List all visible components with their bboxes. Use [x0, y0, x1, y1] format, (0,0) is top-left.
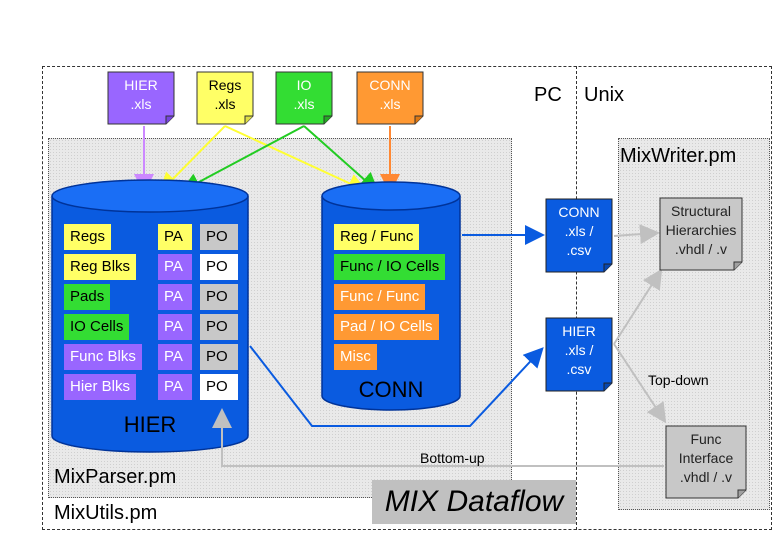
hier-row-po: PO [200, 254, 238, 280]
hier-csv-label: HIER.xls /.csv [562, 323, 596, 377]
hier-row-name: Regs [64, 224, 112, 250]
conn-row: Func / Func [334, 284, 426, 310]
conn-row: Reg / Func [334, 224, 420, 250]
hier-row-pa: PA [158, 374, 192, 400]
hier-csv-doc [545, 317, 613, 392]
conn-csv-doc [545, 198, 613, 273]
func-interface-doc [665, 425, 747, 499]
hier-row-po: PO [200, 314, 238, 340]
hier-row-pa: PA [158, 344, 192, 370]
hier-row-po: PO [200, 284, 238, 310]
pc-label: PC [534, 84, 562, 106]
conn-xls-doc [356, 71, 424, 125]
hier-to-func-arrow [613, 343, 667, 424]
diagram-title: MIX Dataflow [372, 480, 576, 524]
conn-xls-label: CONN.xls [369, 77, 411, 112]
pc-unix-divider [576, 66, 577, 530]
conn-row: Func / IO Cells [334, 254, 446, 280]
regs-xls-doc [196, 71, 254, 125]
hier-db-label: HIER [123, 412, 177, 437]
hier-row-name: Reg Blks [64, 254, 137, 280]
conn-row: Pad / IO Cells [334, 314, 439, 340]
conn-csv-label: CONN.xls /.csv [558, 204, 600, 258]
unix-label: Unix [584, 84, 625, 106]
hier-row-pa: PA [158, 284, 192, 310]
hier-row-name: IO Cells [64, 314, 130, 340]
regs-to-conn-arrow [224, 125, 368, 193]
bottom-up-label: Bottom-up [420, 450, 485, 466]
regs-xls-label: Regs.xls [208, 77, 242, 112]
io-xls-doc [275, 71, 333, 125]
conn-db-label: CONN [358, 377, 424, 402]
hier-row-po: PO [200, 374, 238, 400]
conn-row: Misc [334, 344, 377, 370]
mixutils-label: MixUtils.pm [54, 502, 158, 524]
mixwriter-label: MixWriter.pm [620, 145, 737, 167]
mixutils-boundary [42, 66, 772, 530]
hier-row-pa: PA [158, 314, 192, 340]
bottom-up-arrow [212, 408, 664, 467]
hier-row-pa: PA [158, 224, 192, 250]
hier-row-po: PO [200, 344, 238, 370]
hier-to-csv-arrow [249, 345, 544, 427]
io-xls-label: IO.xls [293, 77, 315, 112]
io-to-conn-arrow [303, 125, 379, 193]
hier-row-name: Hier Blks [64, 374, 137, 400]
hier-xls-doc [107, 71, 175, 125]
hier-to-structural-arrow [613, 268, 663, 345]
regs-to-hier-arrow [159, 125, 226, 193]
hier-xls-label: HIER.xls [124, 77, 158, 112]
io-to-hier-arrow [180, 125, 305, 192]
hier-row-name: Pads [64, 284, 111, 310]
mixparser-label: MixParser.pm [54, 466, 177, 488]
structural-hierarchies-doc [659, 197, 743, 271]
hier-row-po: PO [200, 224, 238, 250]
hier-row-name: Func Blks [64, 344, 142, 370]
conn-to-structural-arrow [613, 224, 660, 245]
hier-row-pa: PA [158, 254, 192, 280]
top-down-label: Top-down [648, 372, 709, 388]
